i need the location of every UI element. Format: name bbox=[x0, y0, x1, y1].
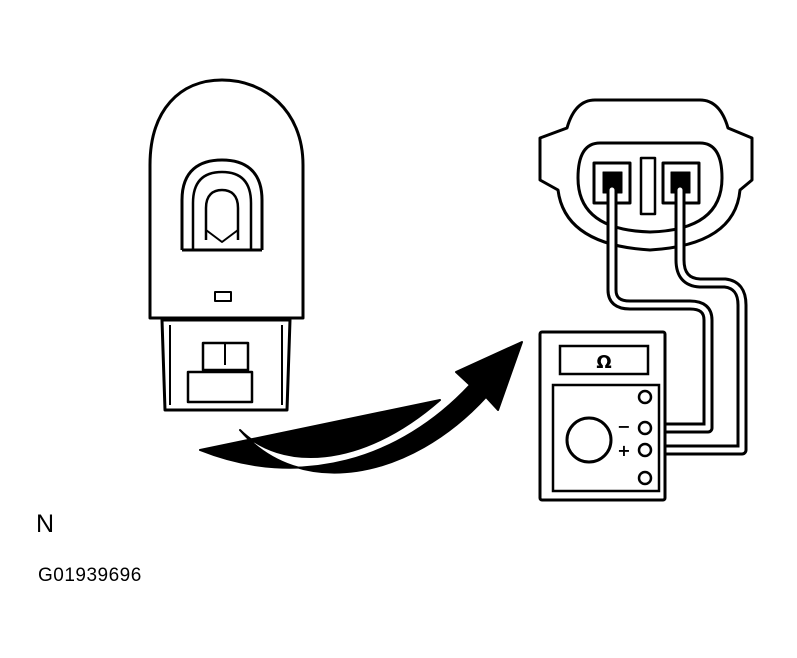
probe-lead-positive bbox=[642, 184, 748, 456]
probe-lead-negative bbox=[606, 184, 714, 434]
note-letter: N bbox=[36, 510, 55, 538]
connector bbox=[538, 98, 754, 252]
plus-label: + bbox=[617, 441, 630, 460]
selector-dial bbox=[565, 416, 613, 464]
relay-component bbox=[148, 78, 305, 412]
jack-negative bbox=[637, 420, 653, 436]
minus-label: − bbox=[617, 417, 630, 436]
ohmmeter-display bbox=[558, 344, 650, 376]
ohmmeter: Ω − + bbox=[538, 330, 667, 502]
jack-4 bbox=[637, 470, 653, 486]
jack-1 bbox=[637, 389, 653, 405]
curved-arrow bbox=[199, 341, 523, 474]
figure-code: G01939696 bbox=[38, 565, 142, 586]
jack-positive bbox=[637, 442, 653, 458]
ohm-symbol: Ω bbox=[596, 352, 611, 373]
